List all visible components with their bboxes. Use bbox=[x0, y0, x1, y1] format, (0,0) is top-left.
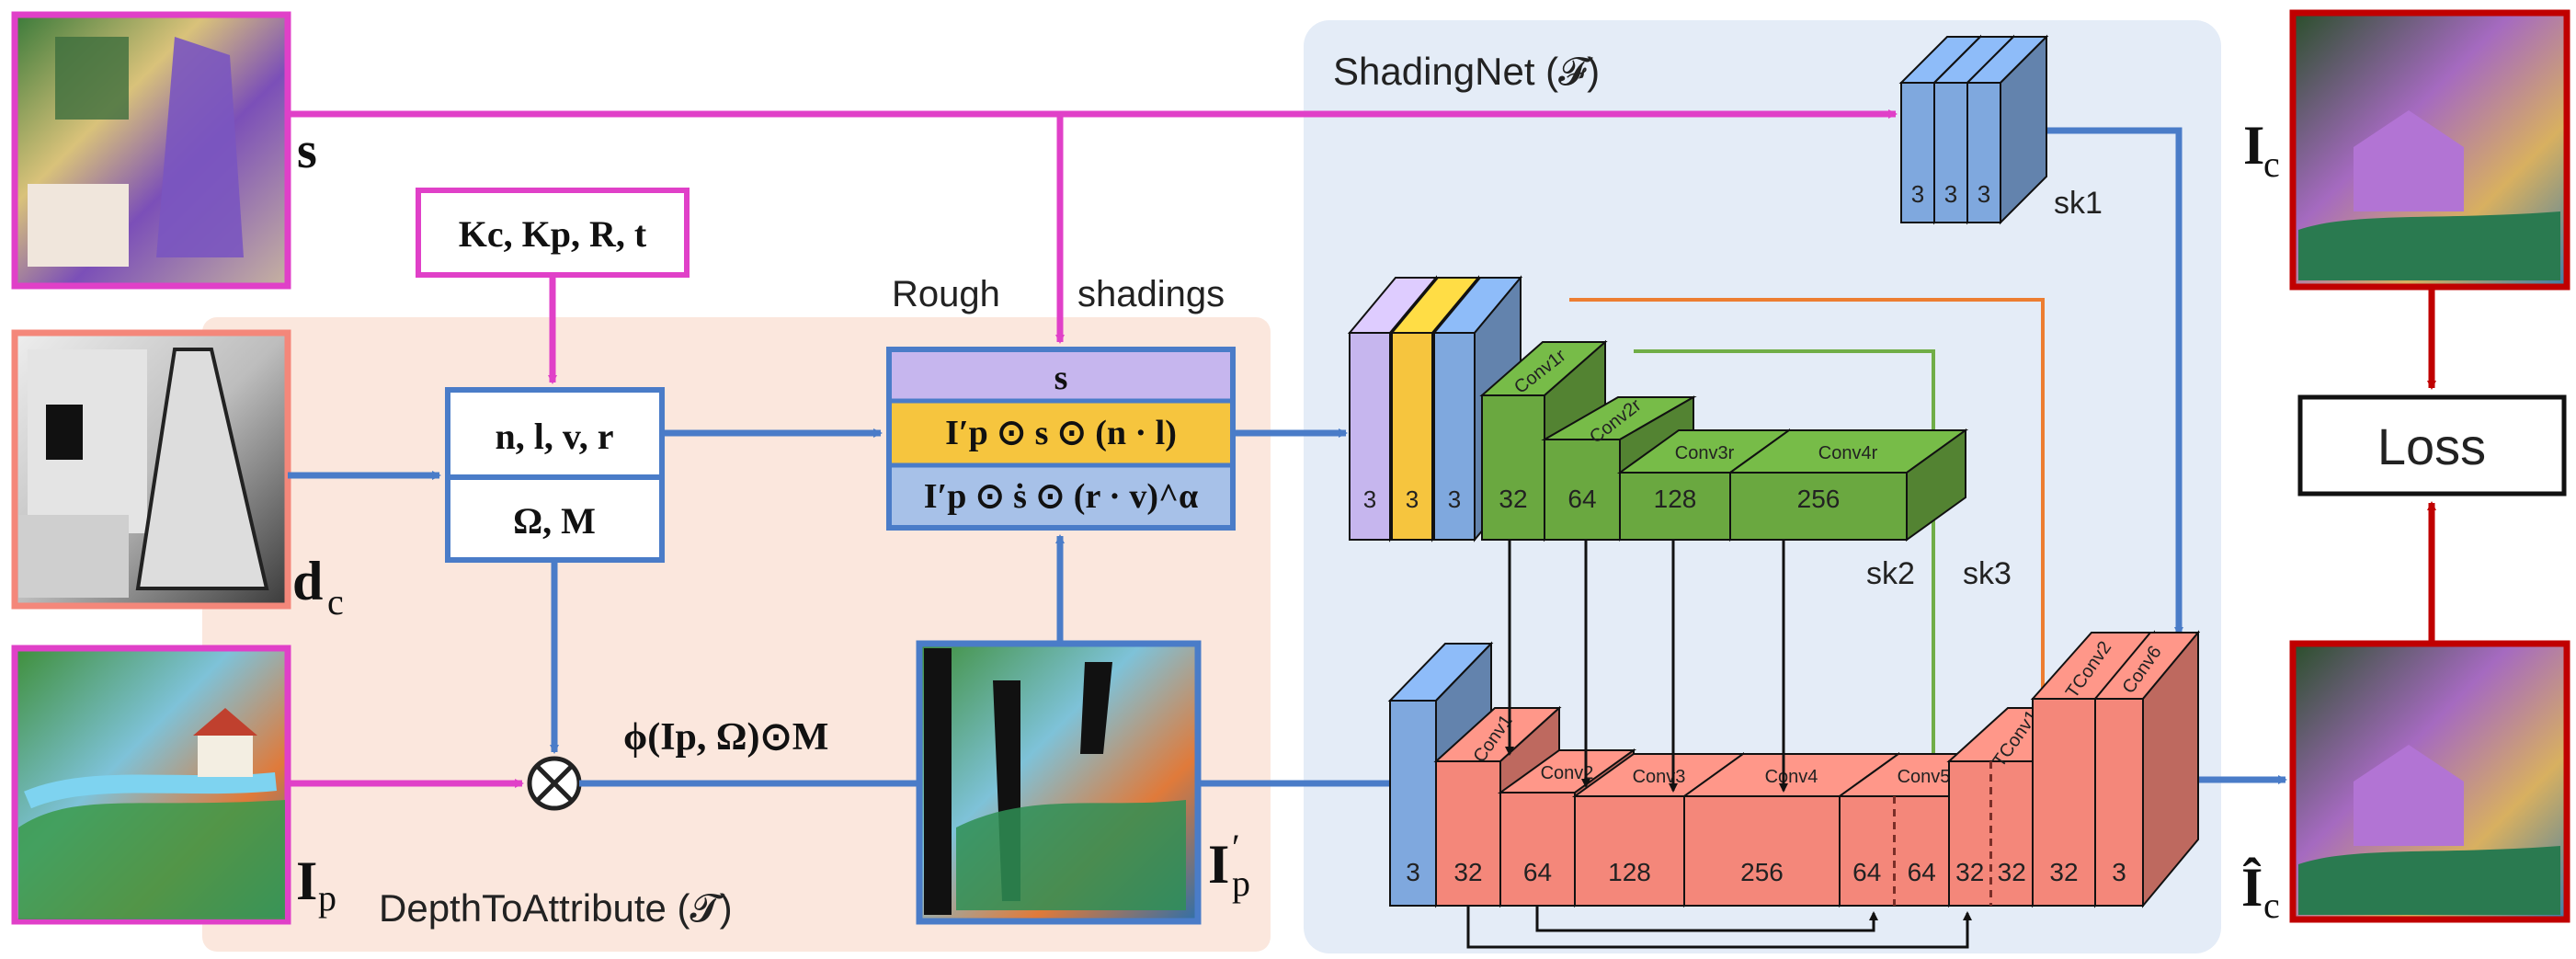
magenta-arrows bbox=[288, 109, 1898, 788]
encoder-layer-name-4: Conv4r bbox=[1818, 443, 1878, 463]
main-channel-3: 128 bbox=[1608, 858, 1651, 886]
main-channel-5-a: 64 bbox=[1852, 858, 1881, 886]
rough-label: Rough bbox=[892, 274, 1000, 314]
masking-text: ϕ(Ip, Ω)⊙M bbox=[623, 716, 828, 759]
bottom-skip-1 bbox=[1466, 906, 1972, 949]
label-ip-prime-sup: ′ bbox=[1232, 827, 1240, 868]
label-ic-sub: c bbox=[2263, 143, 2280, 185]
sk2-label: sk2 bbox=[1866, 556, 1915, 591]
sk1-label: sk1 bbox=[2054, 186, 2103, 221]
label-s: s bbox=[297, 122, 317, 179]
encoder-to-decoder-links bbox=[1466, 540, 1972, 949]
sk3-label: sk3 bbox=[1963, 556, 2012, 591]
encoder-block-4 bbox=[1727, 428, 1969, 542]
loss-box bbox=[2297, 394, 2567, 497]
attribute-bottom-text: Ω, M bbox=[513, 500, 596, 542]
sk1-channel-3: 3 bbox=[1978, 180, 1990, 208]
label-dc: d bbox=[292, 551, 323, 611]
main-layer-name-5: Conv5 bbox=[1898, 767, 1951, 787]
encoder-input-channel-2: 3 bbox=[1406, 485, 1419, 513]
blue-arrows bbox=[288, 127, 2287, 787]
main-channel-8: 3 bbox=[2112, 858, 2126, 886]
sk1-channel-2: 3 bbox=[1944, 180, 1957, 208]
image-ip-prime bbox=[916, 640, 1202, 925]
label-ip-prime: I bbox=[1208, 834, 1229, 895]
main-channel-2: 64 bbox=[1523, 858, 1552, 886]
loss-label: Loss bbox=[2377, 417, 2486, 475]
params-text: Kc, Kp, R, t bbox=[459, 213, 647, 255]
shading-row-2: I′p ⊙ s ⊙ (n · l) bbox=[945, 414, 1177, 452]
attribute-top-text: n, l, v, r bbox=[496, 416, 614, 457]
main-channel-1: 32 bbox=[1453, 858, 1482, 886]
encoder-channel-2: 64 bbox=[1567, 485, 1596, 513]
shading-row-3: I′p ⊙ ṡ ⊙ (r · v)^α bbox=[924, 477, 1199, 516]
main-channel-7: 32 bbox=[2049, 858, 2078, 886]
label-ic-hat-sub: c bbox=[2263, 885, 2280, 926]
main-block-8 bbox=[2092, 630, 2201, 908]
image-ip bbox=[11, 645, 291, 925]
main-layer-name-3: Conv3 bbox=[1633, 767, 1686, 787]
image-ic-hat bbox=[2289, 640, 2570, 923]
label-dc-sub: c bbox=[327, 581, 344, 622]
sk1-slab-3 bbox=[1965, 34, 2049, 225]
rough-shadings-box bbox=[886, 347, 1236, 531]
image-s bbox=[11, 11, 291, 290]
encoder-channel-1: 32 bbox=[1499, 485, 1527, 513]
main-channel-6-b: 32 bbox=[1998, 858, 2026, 886]
image-dc bbox=[11, 329, 291, 610]
main-channel-4: 256 bbox=[1740, 858, 1784, 886]
params-box bbox=[416, 188, 690, 278]
sk3-line bbox=[1569, 298, 2047, 705]
depth-to-attribute-title: DepthToAttribute (𝓣) bbox=[379, 886, 733, 930]
shading-row-1: s bbox=[1054, 359, 1068, 397]
label-ic: I bbox=[2243, 115, 2264, 176]
image-ic bbox=[2289, 9, 2570, 291]
main-channel-5-b: 64 bbox=[1908, 858, 1936, 886]
main-channel-6-a: 32 bbox=[1955, 858, 1984, 886]
sk1-channel-1: 3 bbox=[1911, 180, 1924, 208]
bottom-skip-2 bbox=[1535, 906, 1878, 932]
main-layer-name-2: Conv2 bbox=[1541, 763, 1594, 783]
shadings-label: shadings bbox=[1077, 274, 1225, 314]
label-ip: I bbox=[296, 851, 317, 911]
label-ip-sub: p bbox=[318, 877, 336, 919]
encoder-input-channel-3: 3 bbox=[1448, 485, 1461, 513]
encoder-channel-4: 256 bbox=[1797, 485, 1841, 513]
sk2-line bbox=[1634, 349, 1938, 794]
label-ip-prime-sub: p bbox=[1232, 862, 1250, 904]
main-layer-name-4: Conv4 bbox=[1765, 767, 1818, 787]
encoder-channel-3: 128 bbox=[1654, 485, 1697, 513]
label-ic-hat: Î bbox=[2241, 857, 2263, 918]
main-input-channel: 3 bbox=[1406, 858, 1420, 886]
shadingnet-title: ShadingNet (𝓕) bbox=[1333, 50, 1600, 93]
encoder-input-channel-1: 3 bbox=[1363, 485, 1376, 513]
encoder-layer-name-3: Conv3r bbox=[1675, 443, 1735, 463]
